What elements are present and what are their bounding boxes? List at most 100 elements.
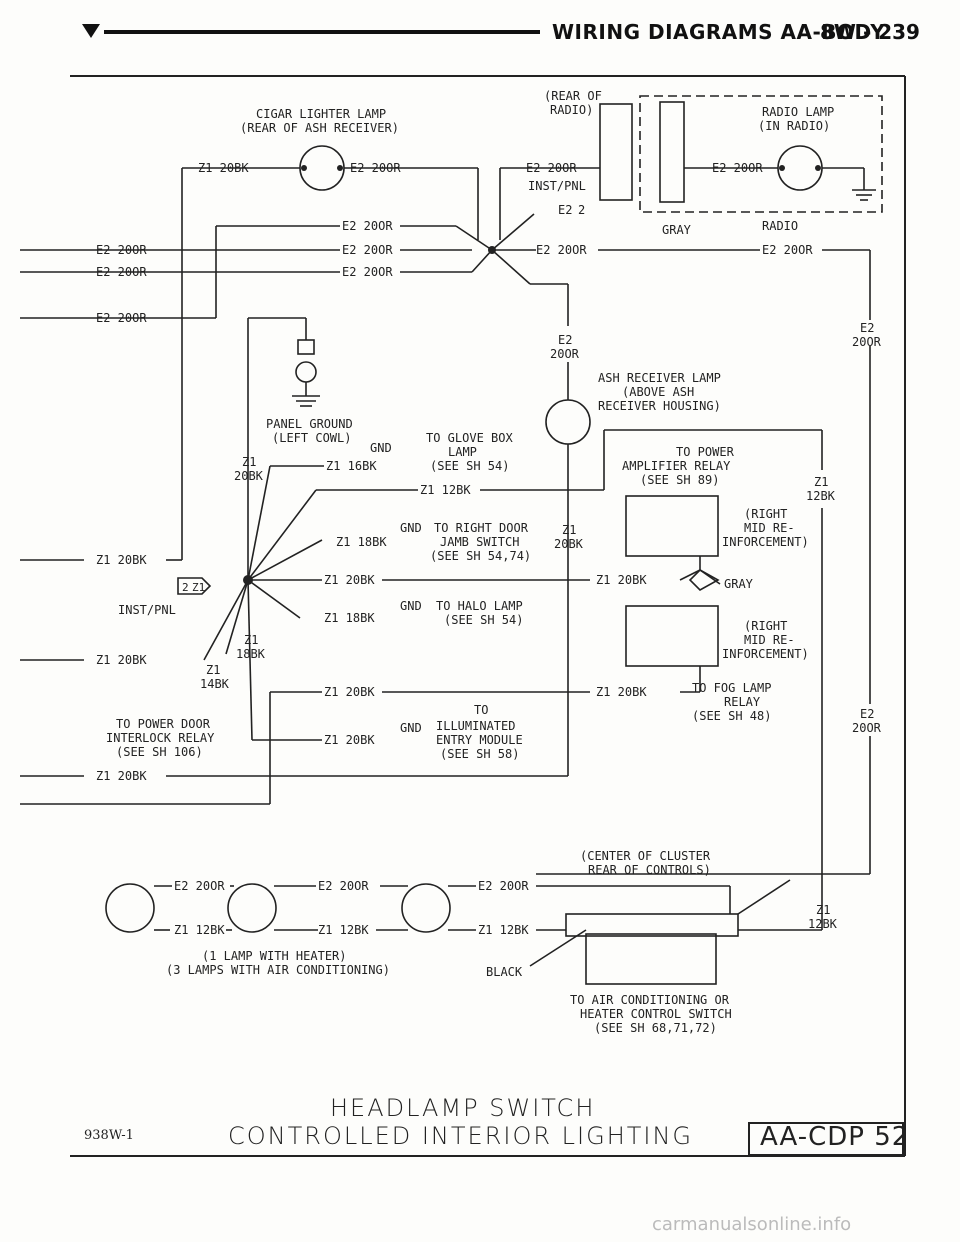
wire-label: Z1 20BK bbox=[596, 685, 647, 699]
illuminated-entry-label-3: ENTRY MODULE bbox=[436, 733, 523, 747]
wire-label: Z1 bbox=[562, 523, 576, 537]
right-mid-reinforcement-label-3: INFORCEMENT) bbox=[722, 647, 809, 661]
glove-box-label-2: LAMP bbox=[448, 445, 477, 459]
wire-label: Z1 12BK bbox=[318, 923, 369, 937]
diagram-title-line-2: CONTROLLED INTERIOR LIGHTING bbox=[228, 1122, 694, 1150]
wire-label: E2 20OR bbox=[342, 265, 393, 279]
cluster-label: (CENTER OF CLUSTER bbox=[580, 849, 711, 863]
wire-label: E2 20OR bbox=[96, 311, 147, 325]
diagram-code: AA-CDP 52 bbox=[760, 1122, 910, 1152]
amplifier-relay-ref-label: (SEE SH 89) bbox=[640, 473, 719, 487]
right-mid-reinforcement-label-3: INFORCEMENT) bbox=[722, 535, 809, 549]
wire-label: Z1 20BK bbox=[324, 685, 375, 699]
fog-lamp-ref-label: (SEE SH 48) bbox=[692, 709, 771, 723]
power-door-interlock-ref-label: (SEE SH 106) bbox=[116, 745, 203, 759]
wire-label: E2 20OR bbox=[478, 879, 529, 893]
gray-label: GRAY bbox=[724, 577, 754, 591]
illuminated-entry-label-2: ILLUMINATED bbox=[436, 719, 515, 733]
radio-label: RADIO bbox=[762, 219, 798, 233]
inst-pnl-label: INST/PNL bbox=[118, 603, 176, 617]
wire-label: E2 bbox=[558, 333, 572, 347]
wire-label: E2 20OR bbox=[762, 243, 813, 257]
lamp-count-label-2: (3 LAMPS WITH AIR CONDITIONING) bbox=[166, 963, 390, 977]
radio-lamp-location-label: (IN RADIO) bbox=[758, 119, 830, 133]
cluster-label-2: REAR OF CONTROLS) bbox=[588, 863, 711, 877]
ash-receiver-lamp-label: ASH RECEIVER LAMP bbox=[598, 371, 721, 385]
wire-label: E2 bbox=[860, 707, 874, 721]
ac-control-ref-label: (SEE SH 68,71,72) bbox=[594, 1021, 717, 1035]
ash-receiver-location-label: (ABOVE ASH bbox=[622, 385, 694, 399]
wire-label: Z1 18BK bbox=[336, 535, 387, 549]
halo-lamp-label: TO HALO LAMP bbox=[436, 599, 523, 613]
wire-label: E2 20OR bbox=[342, 243, 393, 257]
wire-label: 12BK bbox=[808, 917, 838, 931]
wire-label: Z1 16BK bbox=[326, 459, 377, 473]
wire-label: E2 20OR bbox=[536, 243, 587, 257]
wire-label: 20BK bbox=[554, 537, 584, 551]
wire-label: Z1 bbox=[814, 475, 828, 489]
halo-lamp-ref-label: (SEE SH 54) bbox=[444, 613, 523, 627]
amplifier-relay-label-2: AMPLIFIER RELAY bbox=[622, 459, 731, 473]
wire-label: Z1 bbox=[816, 903, 830, 917]
glove-box-label: TO GLOVE BOX bbox=[426, 431, 513, 445]
header-triangle-icon bbox=[82, 24, 100, 38]
ac-control-label: TO AIR CONDITIONING OR bbox=[570, 993, 730, 1007]
diagram-title-line-1: HEADLAMP SWITCH bbox=[330, 1094, 596, 1122]
black-label: BLACK bbox=[486, 965, 523, 979]
fog-lamp-label-2: RELAY bbox=[724, 695, 761, 709]
wire-label: E2 20OR bbox=[350, 161, 401, 175]
ac-control-label-2: HEATER CONTROL SWITCH bbox=[580, 1007, 732, 1021]
connector-z1-label: Z1 bbox=[192, 581, 205, 594]
wire-label: Z1 20BK bbox=[596, 573, 647, 587]
rear-of-radio-label-2: RADIO) bbox=[550, 103, 593, 117]
figure-number: 938W-1 bbox=[84, 1128, 134, 1143]
fog-lamp-label: TO FOG LAMP bbox=[692, 681, 771, 695]
ash-receiver-housing-label: RECEIVER HOUSING) bbox=[598, 399, 721, 413]
rear-of-radio-label-1: (REAR OF bbox=[544, 89, 602, 103]
connector-e2-label: E2 bbox=[558, 203, 572, 217]
wire-label: 20OR bbox=[852, 335, 882, 349]
wire-label: 14BK bbox=[200, 677, 230, 691]
illuminated-entry-ref-label: (SEE SH 58) bbox=[440, 747, 519, 761]
wire-label: E2 20OR bbox=[318, 879, 369, 893]
gnd-label: GND bbox=[400, 521, 422, 535]
watermark: carmanualsonline.info bbox=[652, 1214, 852, 1235]
gnd-label: GND bbox=[370, 441, 392, 455]
wire-label: E2 20OR bbox=[342, 219, 393, 233]
header-page-number: 8W - 239 bbox=[820, 20, 920, 44]
wire-label: 20BK bbox=[234, 469, 264, 483]
gnd-label: GND bbox=[400, 599, 422, 613]
right-mid-reinforcement-label: (RIGHT bbox=[744, 619, 787, 633]
wire-label: E2 20OR bbox=[96, 243, 147, 257]
right-door-ref-label: (SEE SH 54,74) bbox=[430, 549, 531, 563]
wire-label: Z1 20BK bbox=[324, 573, 375, 587]
right-mid-reinforcement-label-2: MID RE- bbox=[744, 521, 795, 535]
illuminated-entry-label: TO bbox=[474, 703, 488, 717]
radio-lamp-label: RADIO LAMP bbox=[762, 105, 834, 119]
header-title: WIRING DIAGRAMS AA-BODY bbox=[552, 20, 886, 44]
wire-label: Z1 20BK bbox=[96, 553, 147, 567]
wire-label: Z1 18BK bbox=[324, 611, 375, 625]
wire-label: Z1 12BK bbox=[174, 923, 225, 937]
power-door-interlock-label: TO POWER DOOR bbox=[116, 717, 211, 731]
wire-label: Z1 bbox=[244, 633, 258, 647]
right-mid-reinforcement-label: (RIGHT bbox=[744, 507, 787, 521]
wire-label: Z1 20BK bbox=[198, 161, 249, 175]
glove-box-ref-label: (SEE SH 54) bbox=[430, 459, 509, 473]
wire-label: Z1 12BK bbox=[478, 923, 529, 937]
header-rule bbox=[104, 30, 540, 34]
wire-label: E2 20OR bbox=[712, 161, 763, 175]
lamp-count-label: (1 LAMP WITH HEATER) bbox=[202, 949, 347, 963]
inst-pnl-label: INST/PNL bbox=[528, 179, 586, 193]
wire-label: 20OR bbox=[852, 721, 882, 735]
gnd-label: GND bbox=[400, 721, 422, 735]
wire-label: 18BK bbox=[236, 647, 266, 661]
wire-label: Z1 12BK bbox=[420, 483, 471, 497]
wire-label: E2 20OR bbox=[96, 265, 147, 279]
wire-label: 20OR bbox=[550, 347, 580, 361]
amplifier-relay-label: TO POWER bbox=[676, 445, 735, 459]
wire-label: E2 20OR bbox=[526, 161, 577, 175]
wire-label: Z1 20BK bbox=[96, 769, 147, 783]
